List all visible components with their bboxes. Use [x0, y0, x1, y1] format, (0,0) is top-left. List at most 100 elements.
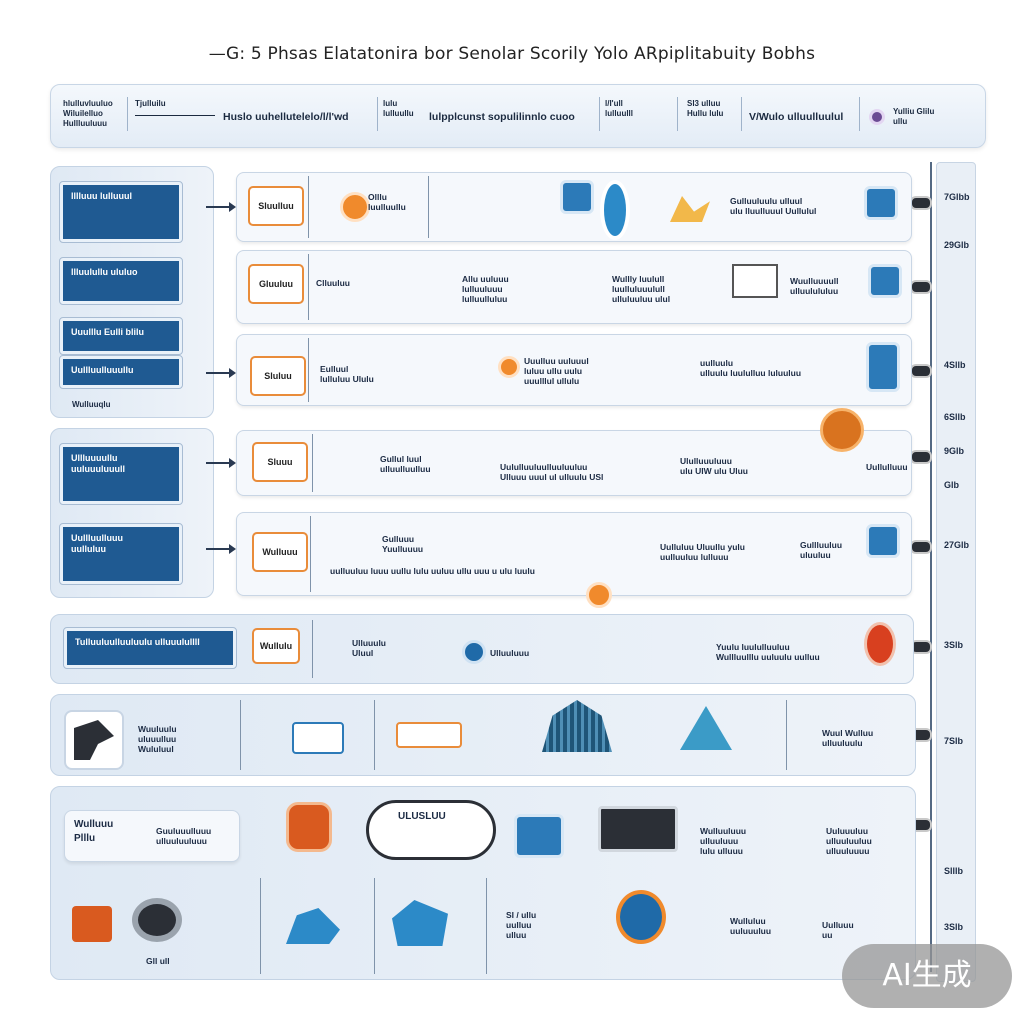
process-row [236, 512, 912, 596]
purple-dot-icon [869, 109, 885, 125]
tablet-icon [866, 342, 900, 392]
timeline-tick: 6Sllb [944, 412, 966, 422]
step-box[interactable]: Sluuu [252, 442, 308, 482]
row-text: Gulluuu Yuulluuuu [382, 534, 424, 554]
lane-2-card[interactable]: Uullluulluuu uulluluu [59, 523, 183, 585]
helmet-icon [616, 890, 666, 944]
row-text: ULUSLUU [398, 811, 446, 822]
row-divider [428, 176, 429, 238]
row-text: Uululluuluulluuluuluu Ulluuu uuul ul ull… [500, 462, 604, 482]
timeline-tick: 29Glb [944, 240, 970, 250]
step-box[interactable]: Wulluuu [252, 532, 308, 572]
row-text: Uullulluuu [866, 462, 908, 472]
row-text: Ulluuulu Uluul [352, 638, 386, 658]
step-box[interactable]: Sluluu [250, 356, 306, 396]
row-divider [374, 878, 375, 974]
timeline-knob-icon[interactable] [910, 540, 932, 554]
timeline-tick: 27Glb [944, 540, 970, 550]
step-box[interactable]: Wullulu [252, 628, 300, 664]
row-text: Ululluuuluuu ulu UIW ulu Uluu [680, 456, 748, 476]
bag-icon [286, 802, 332, 852]
header-cell: Sl3 ulluu Hullu lulu [687, 99, 724, 118]
row-text: Gullul luul ulluulluulluu [380, 454, 431, 474]
timeline-knob-icon[interactable] [910, 364, 932, 378]
header-cell: l/I'ull lulluulll [605, 99, 633, 118]
diagram-title: —G: 5 Phsas Elatatonira bor Senolar Scor… [208, 44, 816, 64]
timeline-tick: 7Glbb [944, 192, 970, 202]
row-text: Wulluluu uuluuuluu [730, 916, 772, 936]
orange-badge-icon [498, 356, 520, 378]
row-text: Guuluuulluuu ulluuluuluuu [156, 826, 212, 846]
row-text: Wuul Wulluu ulluuluulu [822, 728, 874, 748]
timeline-tick: 9Glb [944, 446, 965, 456]
timeline-line [930, 162, 932, 972]
header-cell: lulpplcunst sopulilinnlo cuoo [429, 111, 575, 123]
robot-figure-icon [600, 180, 630, 240]
console-dark-icon [598, 806, 678, 852]
timeline-tick: 4Sllb [944, 360, 966, 370]
header-underline [135, 115, 215, 116]
process-row [236, 334, 912, 406]
pot-icon [132, 898, 182, 942]
lane-1-card[interactable]: lllluuu lulluuul [59, 181, 183, 243]
row-text: Wulluuu Plllu [74, 819, 114, 844]
lane-3-card[interactable]: Tulluuluulluuluulu ulluuulullll [63, 627, 237, 669]
header-bar: hlulluvluuluo Wiluilelluo Hullluuluuu Tj… [50, 84, 986, 148]
orange-badge-icon [586, 582, 612, 608]
tablet-icon [866, 524, 900, 558]
header-cell: Yulliu Glilu ullu [893, 107, 935, 126]
header-divider [599, 97, 600, 131]
timeline-tick: 3Slb [944, 922, 964, 932]
row-text: Wuuluulu uluuulluu Wululuul [138, 724, 177, 754]
row-text: Uuulluu uuluuul luluu ullu uulu uuulllul… [524, 356, 589, 386]
orange-badge-icon [340, 192, 370, 222]
step-box[interactable]: Sluulluu [248, 186, 304, 226]
timeline-knob-icon[interactable] [910, 196, 932, 210]
lane-1-card[interactable]: llluulullu ululuo [59, 257, 183, 305]
row-divider [308, 338, 309, 402]
row-text: Olllu luulluullu [368, 192, 406, 212]
row-text: Wullly luulull luulluluuulull ulluluuluu… [612, 274, 671, 304]
timeline-rail [936, 162, 976, 982]
row-text: Allu uuluuu lulluuluuu lulluulluluu [462, 274, 509, 304]
timeline-knob-icon[interactable] [910, 280, 932, 294]
monitor-icon [292, 722, 344, 754]
device-icon [560, 180, 594, 214]
lane-5-card [64, 810, 240, 862]
lane-1-caption: Wulluuqlu [72, 400, 111, 409]
capsule-panel[interactable] [366, 800, 496, 860]
row-text: SI / ullu uulluu ulluu [506, 910, 537, 940]
tablet-icon [864, 186, 898, 220]
header-cell: Tjulluilu [135, 99, 166, 108]
red-badge-icon [864, 622, 896, 666]
row-divider [786, 700, 787, 770]
row-text: Wuulluuuull ulluulululuu [790, 276, 839, 296]
tablet-icon [868, 264, 902, 298]
dark-logo-icon [74, 720, 114, 760]
lane-2-card[interactable]: Ullluuuullu uuluuuluuull [59, 443, 183, 505]
row-text: Gll ull [146, 956, 170, 966]
character-icon [820, 408, 864, 452]
row-text: Gulluuluulu ulluul ulu lluulluuul Uullul… [730, 196, 817, 216]
header-cell: V/Wulo ulluulluulul [749, 111, 844, 123]
row-text: Wulluuluuu ulluuluuu lulu ulluuu [700, 826, 747, 856]
lane-1-card[interactable]: Uullluulluuullu [59, 355, 183, 389]
row-divider [312, 620, 313, 678]
device-icon [514, 814, 564, 858]
row-text: Eulluul lulluluu Ululu [320, 364, 374, 384]
header-divider [677, 97, 678, 131]
row-text: uulluulu ulluulu luululluu luluuluu [700, 358, 802, 378]
flow-arrow [206, 368, 236, 378]
row-text: Uuluuuluu ulluuluuluu ulluuluuuu [826, 826, 872, 856]
console-icon [396, 722, 462, 748]
lane-1-card[interactable]: Uuulllu Eulli blilu [59, 317, 183, 355]
row-text: Uulluluu Uluullu yulu uulluuluu lulluuu [660, 542, 745, 562]
timeline-tick: Slllb [944, 866, 964, 876]
timeline-knob-icon[interactable] [910, 450, 932, 464]
row-divider [486, 878, 487, 974]
step-box[interactable]: Gluuluu [248, 264, 304, 304]
row-text: Uulluuu uu [822, 920, 854, 940]
screen-icon [732, 264, 778, 298]
row-divider [308, 176, 309, 238]
row-text: uulluuluu luuu uullu lulu uuluu ullu uuu… [330, 566, 535, 576]
